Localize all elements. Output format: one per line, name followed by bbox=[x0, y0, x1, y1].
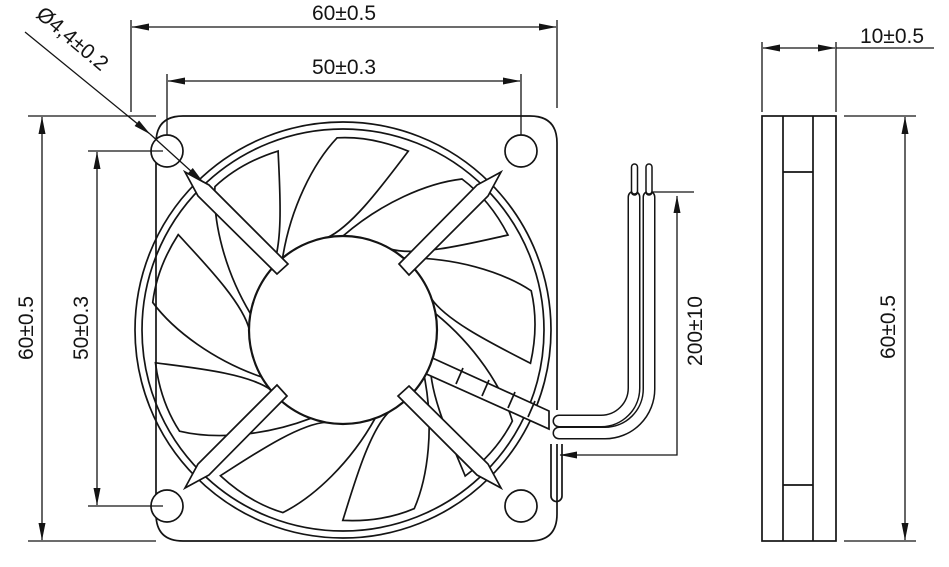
dim-side-height: 60±0.5 bbox=[844, 115, 916, 542]
side-view-outline bbox=[761, 115, 837, 542]
dim-label-hole-spacing-left: 50±0.3 bbox=[70, 296, 93, 360]
lead-wire-left bbox=[552, 190, 641, 428]
frame-ribs bbox=[184, 169, 504, 489]
dim-label-wire-length: 200±10 bbox=[684, 296, 707, 366]
side-view bbox=[761, 115, 837, 542]
extension-line bbox=[166, 74, 522, 135]
extension-line bbox=[844, 115, 916, 542]
front-view bbox=[128, 107, 568, 550]
dim-label-height-left: 60±0.5 bbox=[15, 296, 38, 360]
dim-width-top: 60±0.5 bbox=[130, 2, 558, 112]
mounting-hole bbox=[504, 134, 538, 168]
leader-line bbox=[24, 31, 151, 135]
extension-line bbox=[28, 115, 156, 542]
extension-line bbox=[130, 20, 558, 112]
strain-relief-tab bbox=[550, 444, 563, 503]
dim-label-width-top: 60±0.5 bbox=[312, 2, 376, 25]
frame-rib bbox=[397, 169, 504, 277]
dim-label-hole-diameter: Ø4,4±0.2 bbox=[32, 2, 113, 75]
venturi-ring-inner bbox=[141, 128, 545, 532]
mounting-hole bbox=[504, 489, 538, 523]
extension-line bbox=[88, 150, 163, 507]
leader-line bbox=[149, 133, 204, 183]
dim-label-hole-spacing-top: 50±0.3 bbox=[312, 56, 376, 79]
dim-hole-spacing-left: 50±0.3 bbox=[70, 150, 163, 507]
dim-depth: 10±0.5 bbox=[761, 25, 934, 112]
motor-hub bbox=[247, 234, 439, 426]
extension-line bbox=[761, 42, 837, 112]
dim-hole-spacing-top: 50±0.3 bbox=[166, 56, 522, 135]
dim-wire-length: 200±10 bbox=[559, 191, 707, 459]
dim-label-depth: 10±0.5 bbox=[860, 25, 924, 48]
dimension-line bbox=[559, 195, 681, 459]
dim-label-side-height: 60±0.5 bbox=[877, 295, 900, 359]
venturi-ring-outer bbox=[134, 121, 552, 539]
wire-channel-hatch bbox=[455, 367, 536, 418]
side-view-parting-lines bbox=[782, 116, 814, 541]
dim-height-left: 60±0.5 bbox=[15, 115, 156, 542]
wire-tip bbox=[630, 163, 653, 196]
lead-wires bbox=[552, 163, 656, 440]
frame-outline bbox=[155, 115, 558, 542]
